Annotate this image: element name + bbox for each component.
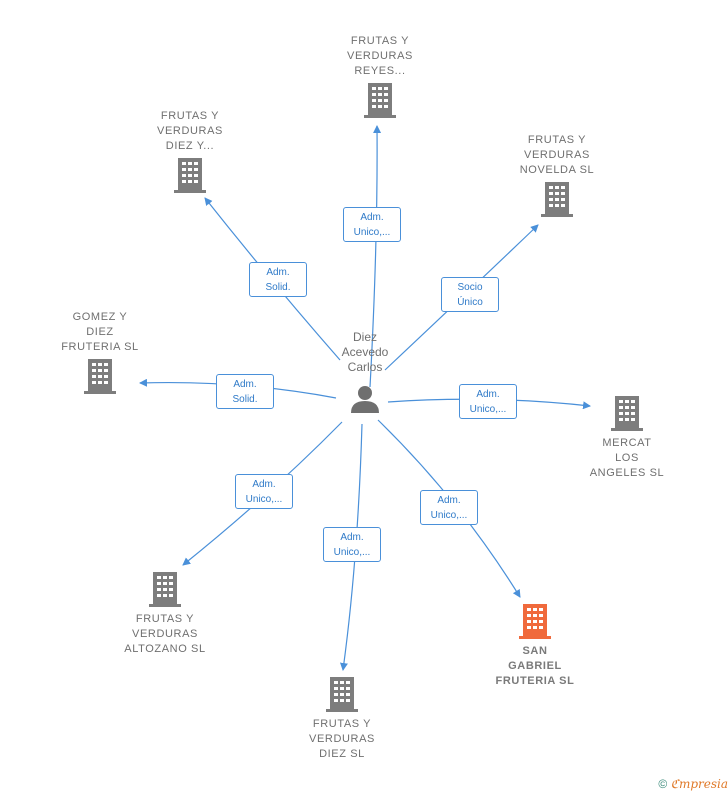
company-name: MERCAT LOS ANGELES SL bbox=[589, 437, 665, 479]
building-icon bbox=[174, 158, 206, 193]
person-node[interactable]: Diez Acevedo Carlos bbox=[320, 330, 410, 413]
role-badge[interactable]: Adm. Solid. bbox=[216, 374, 274, 409]
building-icon bbox=[326, 677, 358, 712]
company-name: FRUTAS Y VERDURAS DIEZ Y... bbox=[157, 110, 223, 152]
role-badge[interactable]: Adm. Unico,... bbox=[323, 527, 381, 562]
building-icon bbox=[84, 359, 116, 394]
building-icon bbox=[541, 182, 573, 217]
company-name: GOMEZ Y DIEZ FRUTERIA SL bbox=[61, 311, 139, 353]
company-altozano[interactable]: FRUTAS Y VERDURAS ALTOZANO SL bbox=[100, 572, 230, 657]
role-badge[interactable]: Adm. Unico,... bbox=[459, 384, 517, 419]
company-diez-sl[interactable]: FRUTAS Y VERDURAS DIEZ SL bbox=[277, 677, 407, 762]
role-badge[interactable]: Adm. Solid. bbox=[249, 262, 307, 297]
company-reyes[interactable]: FRUTAS Y VERDURAS REYES... bbox=[315, 34, 445, 119]
role-badge[interactable]: Adm. Unico,... bbox=[420, 490, 478, 525]
company-diez-y[interactable]: FRUTAS Y VERDURAS DIEZ Y... bbox=[125, 109, 255, 194]
building-icon bbox=[611, 396, 643, 431]
role-badge[interactable]: Adm. Unico,... bbox=[343, 207, 401, 242]
role-badge[interactable]: Adm. Unico,... bbox=[235, 474, 293, 509]
company-san-gabriel[interactable]: SAN GABRIEL FRUTERIA SL bbox=[470, 604, 600, 689]
building-icon bbox=[364, 83, 396, 118]
company-novelda[interactable]: FRUTAS Y VERDURAS NOVELDA SL bbox=[492, 133, 622, 218]
role-badge[interactable]: Socio Único bbox=[441, 277, 499, 312]
brand-logo: ℭmpresia bbox=[670, 777, 728, 791]
person-icon bbox=[351, 386, 379, 413]
company-name: FRUTAS Y VERDURAS DIEZ SL bbox=[309, 718, 375, 760]
edge-reyes bbox=[369, 125, 382, 388]
company-name: FRUTAS Y VERDURAS NOVELDA SL bbox=[519, 134, 595, 176]
watermark: © ℭmpresia bbox=[658, 777, 728, 791]
company-name: FRUTAS Y VERDURAS REYES... bbox=[347, 35, 413, 77]
building-icon bbox=[149, 572, 181, 607]
building-icon bbox=[519, 604, 551, 639]
company-name: SAN GABRIEL FRUTERIA SL bbox=[495, 645, 575, 687]
copyright-symbol: © bbox=[658, 777, 668, 791]
company-mercat[interactable]: MERCAT LOS ANGELES SL bbox=[562, 396, 692, 481]
person-name: Diez Acevedo Carlos bbox=[341, 330, 389, 374]
company-gomez[interactable]: GOMEZ Y DIEZ FRUTERIA SL bbox=[35, 310, 165, 395]
company-name: FRUTAS Y VERDURAS ALTOZANO SL bbox=[124, 613, 206, 655]
